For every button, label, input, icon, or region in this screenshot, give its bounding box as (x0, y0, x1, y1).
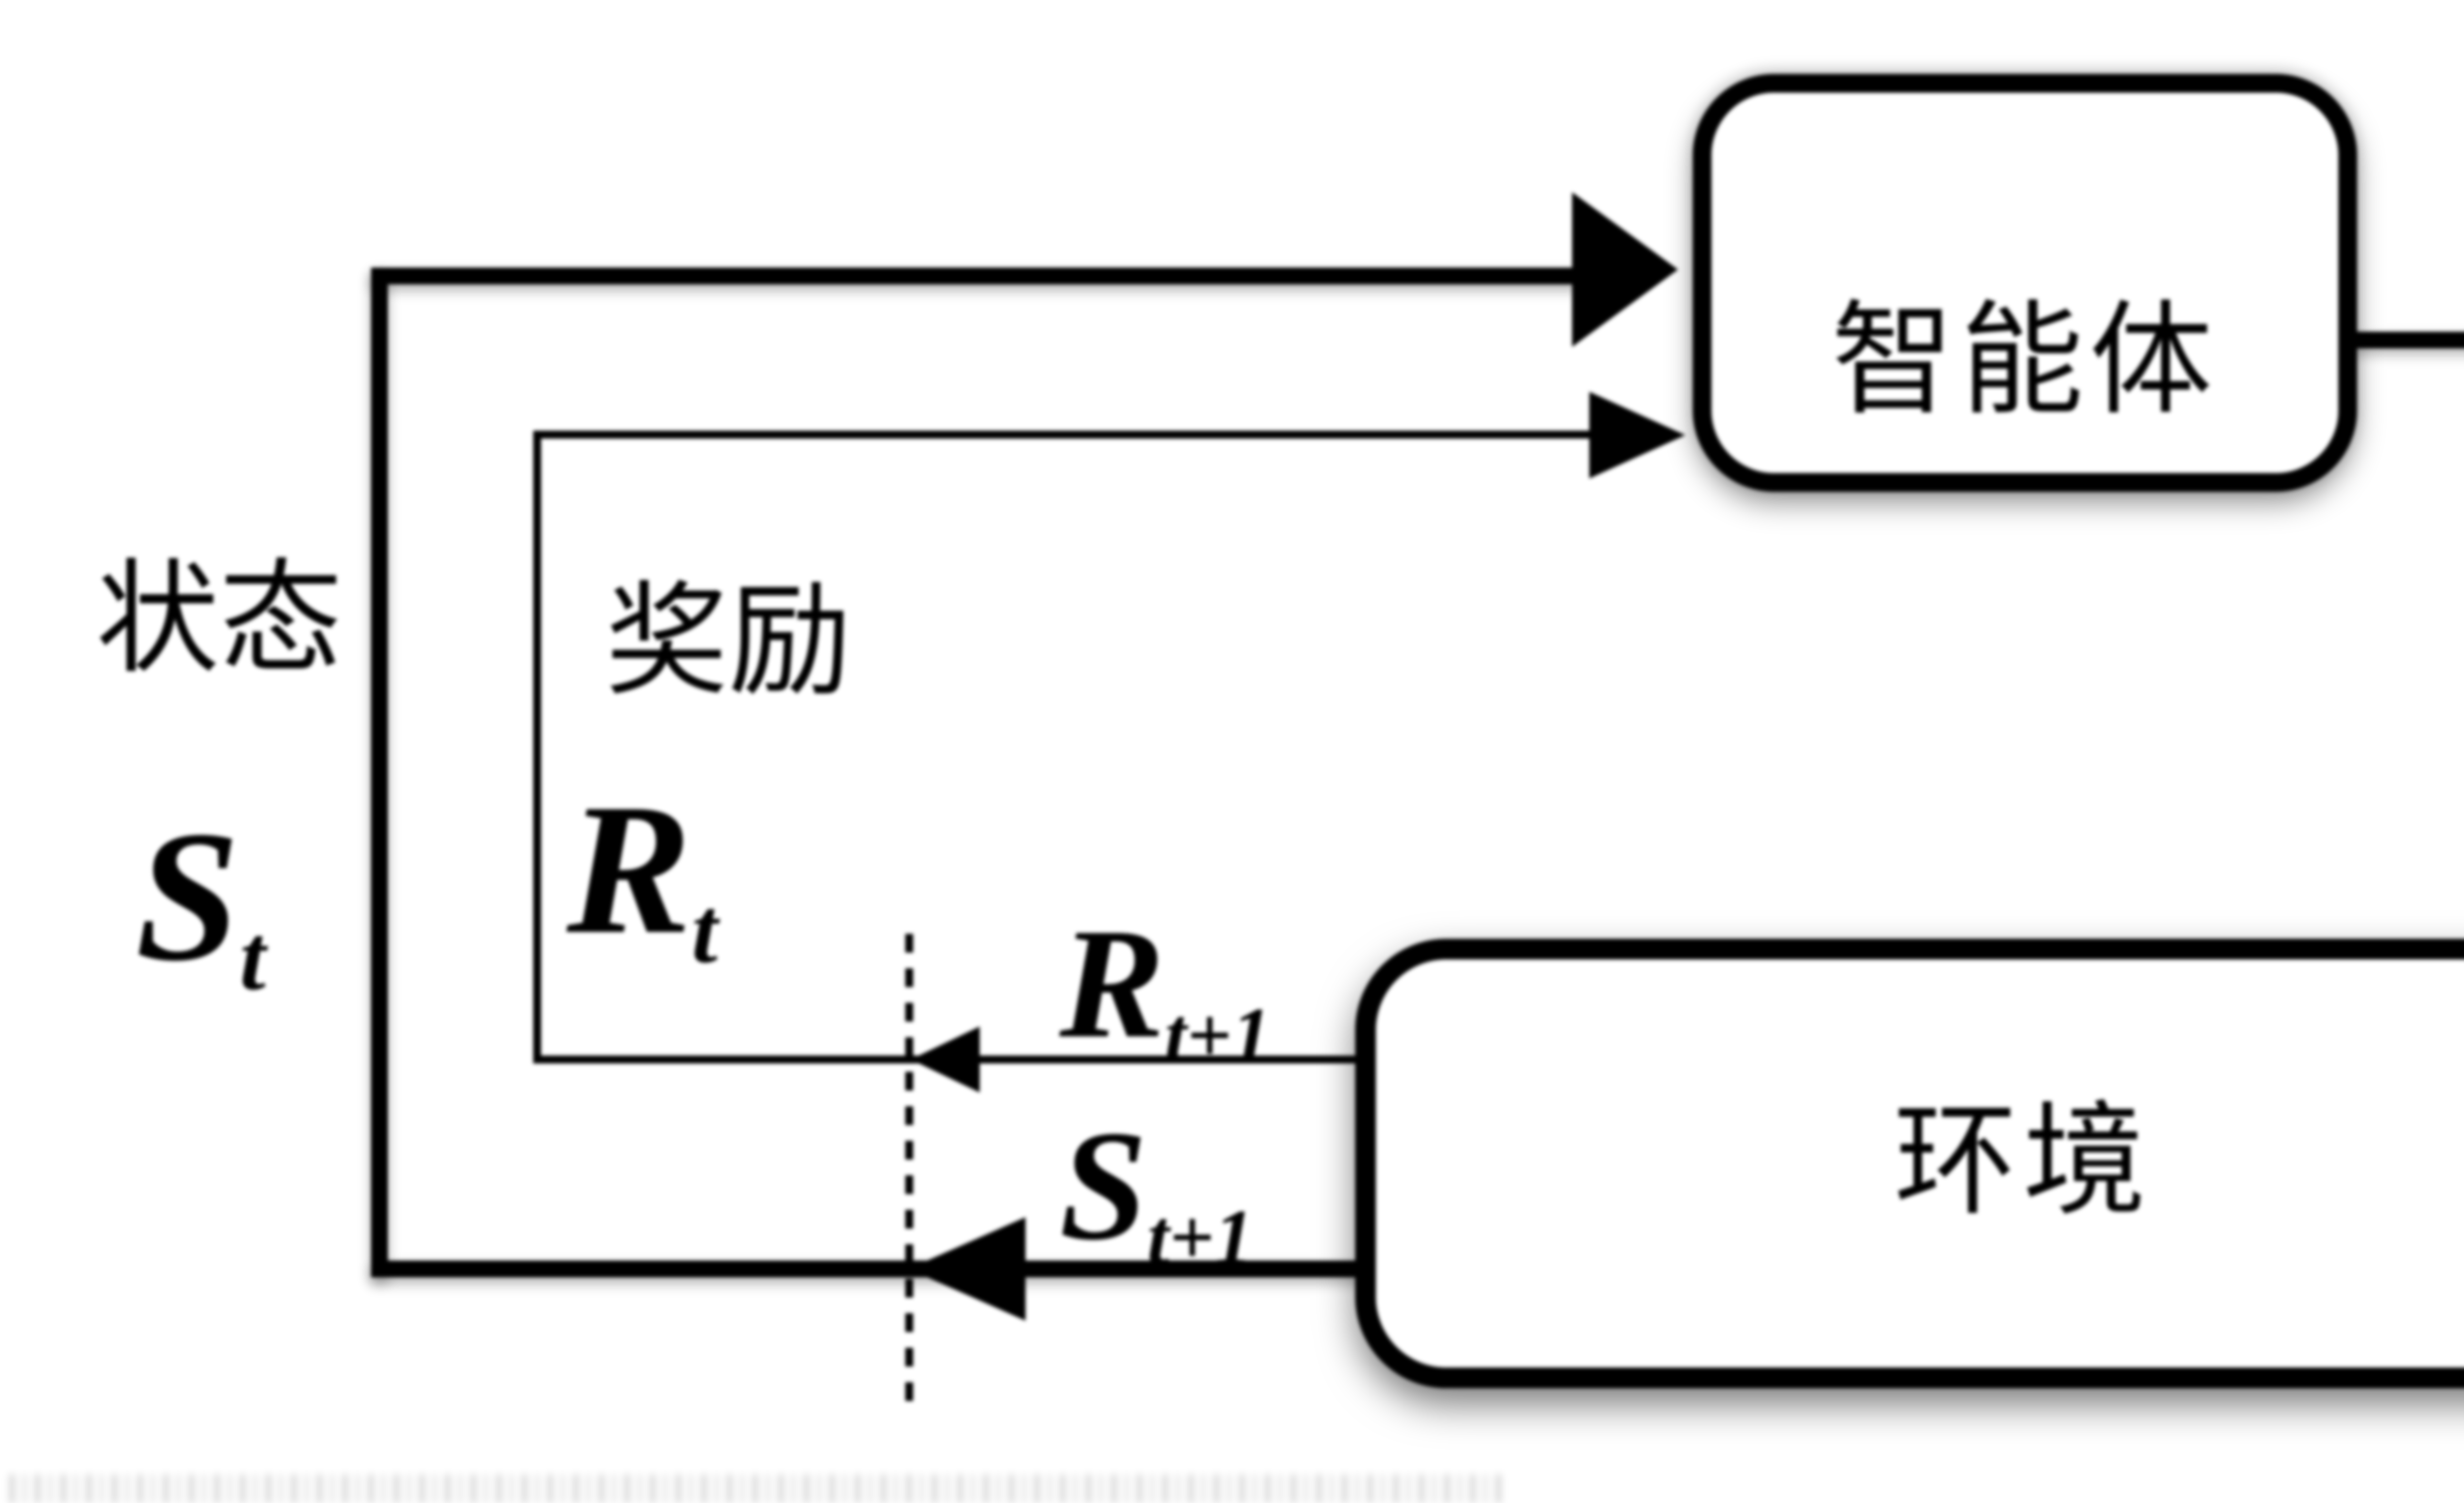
next-reward-symbol: Rt+1 (1060, 893, 1271, 1074)
reward-line-left-segment (533, 431, 541, 1063)
state-line-top-segment (371, 268, 1581, 284)
next-reward-symbol-letter: R (1060, 896, 1165, 1071)
next-state-line-segment (371, 1261, 1371, 1277)
agent-box-label: 智能体 (1831, 293, 2219, 430)
reward-symbol: Rt (567, 761, 718, 978)
reward-symbol-subscript: t (691, 879, 718, 983)
environment-box (1355, 939, 2464, 1388)
reward-label: 奖励 (605, 574, 852, 711)
arrowhead-next-reward-icon (911, 1026, 980, 1093)
state-line-left-segment (371, 268, 388, 1277)
state-label: 状态 (96, 552, 342, 688)
next-state-symbol-subscript: t+1 (1147, 1193, 1254, 1281)
state-symbol-subscript: t (240, 906, 266, 1010)
reward-symbol-letter: R (567, 765, 692, 973)
state-symbol: St (136, 788, 266, 1005)
cropped-caption-strip (10, 1474, 1503, 1503)
next-state-symbol-letter: S (1060, 1098, 1147, 1273)
action-line-top-segment (2351, 332, 2464, 348)
reward-line-top-segment (533, 431, 1598, 439)
next-state-symbol: St+1 (1060, 1095, 1254, 1276)
arrowhead-next-state-icon (908, 1217, 1026, 1321)
time-step-boundary-dashed-line (905, 934, 913, 1414)
arrowhead-reward-to-agent-icon (1589, 392, 1685, 478)
environment-box-label: 环境 (1894, 1094, 2152, 1230)
arrowhead-state-to-agent-icon (1572, 192, 1678, 347)
state-symbol-letter: S (136, 792, 240, 1000)
next-reward-symbol-subscript: t+1 (1164, 991, 1271, 1079)
agent-box (1693, 74, 2357, 492)
